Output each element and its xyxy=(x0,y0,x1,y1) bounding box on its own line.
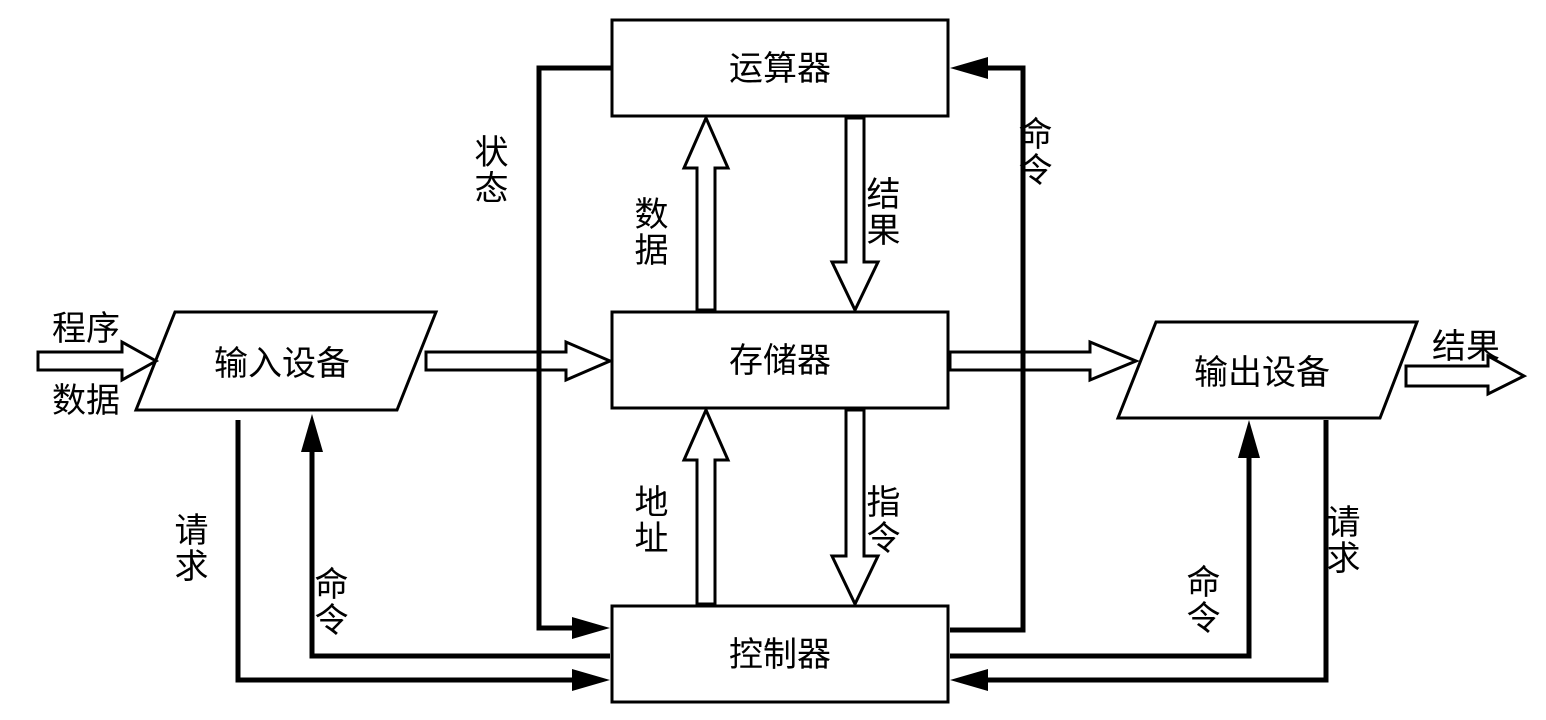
address-label: 地址 xyxy=(628,484,668,556)
instruction-arrow xyxy=(829,408,881,608)
memory-label: 存储器 xyxy=(729,341,831,381)
output-request-arrowhead xyxy=(950,669,988,691)
status-line xyxy=(536,65,612,639)
input-request-label: 请求 xyxy=(168,512,208,584)
output-command-line xyxy=(950,420,1260,659)
output-request-label: 请求 xyxy=(1320,504,1360,576)
result-out-arrow xyxy=(1404,353,1528,397)
result-to-memory-arrow xyxy=(829,116,881,314)
input-device-label: 输入设备 xyxy=(214,344,350,384)
controller-node: 控制器 xyxy=(610,604,950,704)
output-device-label: 输出设备 xyxy=(1194,353,1330,393)
input-command-line xyxy=(301,414,610,659)
result-out-label: 结果 xyxy=(1432,327,1500,367)
output-request-line xyxy=(950,420,1329,691)
memory-node: 存储器 xyxy=(610,310,950,410)
instruction-label: 指令 xyxy=(860,484,900,556)
controller-label: 控制器 xyxy=(729,635,831,675)
alu-command-line xyxy=(950,57,1026,633)
alu-command-arrowhead xyxy=(950,57,988,79)
input-to-memory-arrow xyxy=(424,339,614,383)
status-label: 状态 xyxy=(468,134,508,206)
alu-node: 运算器 xyxy=(610,18,950,118)
alu-label: 运算器 xyxy=(729,49,831,89)
memory-to-output-arrow xyxy=(948,339,1140,383)
input-command-arrowhead xyxy=(301,414,323,452)
alu-command-label: 命令 xyxy=(1012,116,1052,188)
address-arrow xyxy=(681,406,731,606)
data-in-label: 数据 xyxy=(52,381,120,421)
data-to-alu-label: 数据 xyxy=(628,196,668,268)
input-request-line xyxy=(235,420,610,691)
output-command-label: 命令 xyxy=(1180,564,1220,636)
input-command-label: 命令 xyxy=(308,566,348,638)
input-request-arrowhead xyxy=(572,669,610,691)
program-data-in-arrow xyxy=(36,339,160,383)
output-device-node: 输出设备 xyxy=(1115,320,1420,420)
data-to-alu-arrow xyxy=(681,114,731,312)
result-to-memory-label: 结果 xyxy=(860,176,900,248)
status-arrowhead xyxy=(572,617,610,639)
input-device-node: 输入设备 xyxy=(133,310,439,412)
output-command-arrowhead xyxy=(1238,420,1260,458)
program-in-label: 程序 xyxy=(52,309,120,349)
